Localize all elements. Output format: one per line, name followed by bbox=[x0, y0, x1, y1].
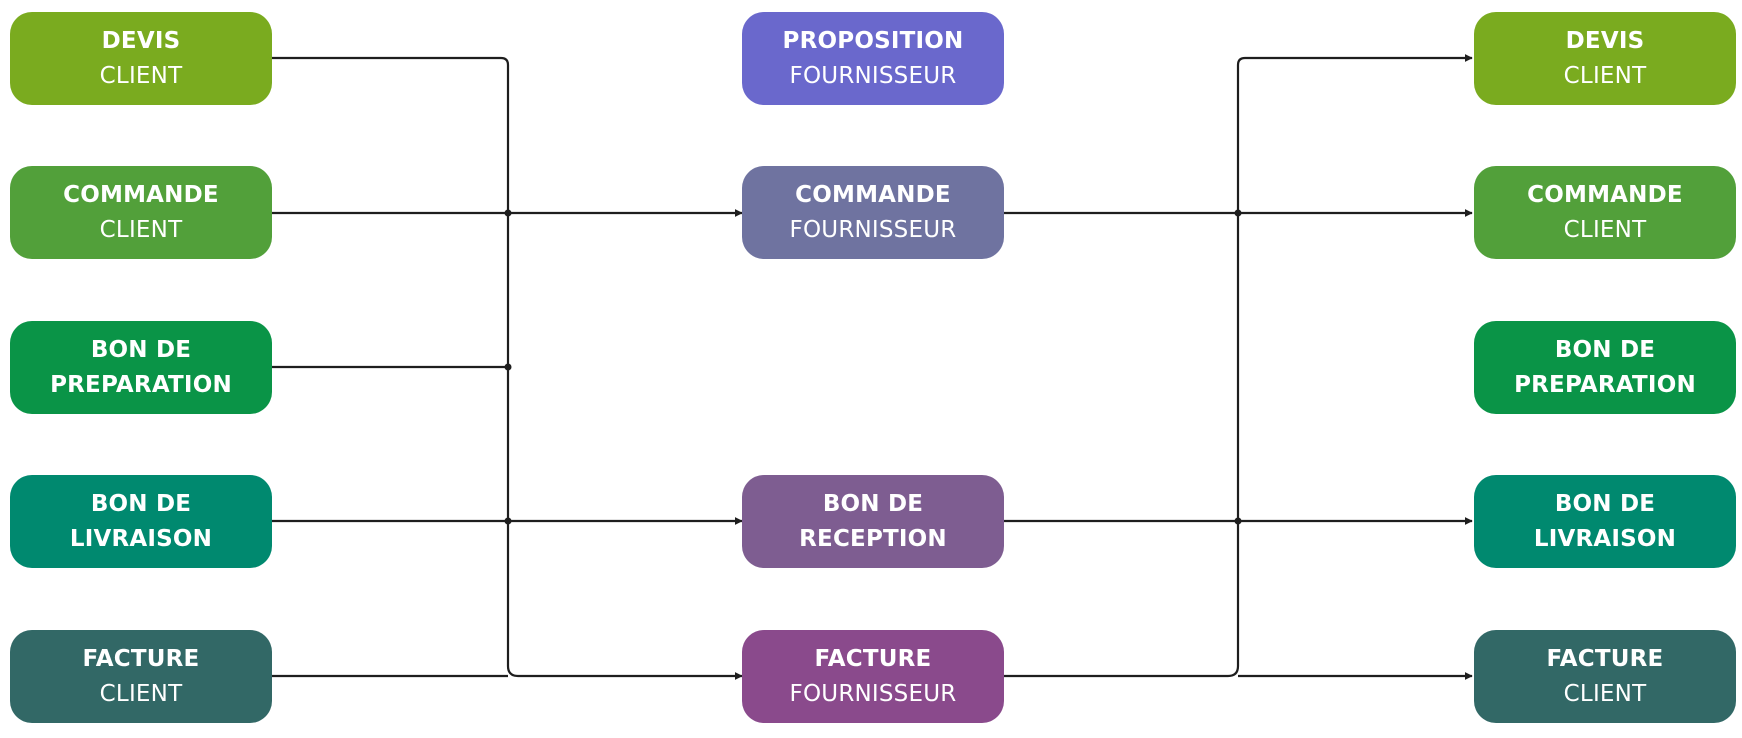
node-title: BON DE bbox=[90, 490, 192, 517]
node-title: PROPOSITION bbox=[782, 27, 964, 54]
node-title: BON DE bbox=[822, 490, 924, 517]
node-facture-client-right: FACTURE CLIENT bbox=[1474, 630, 1736, 723]
junction-dot bbox=[504, 209, 512, 217]
junction-dot bbox=[1234, 517, 1242, 525]
node-subtitle: CLIENT bbox=[1563, 680, 1647, 707]
node-subtitle: CLIENT bbox=[99, 680, 183, 707]
node-devis-client-left: DEVIS CLIENT bbox=[10, 12, 272, 105]
node-title: DEVIS bbox=[1565, 27, 1645, 54]
node-commande-fournisseur: COMMANDE FOURNISSEUR bbox=[742, 166, 1004, 259]
node-title: BON DE bbox=[90, 336, 192, 363]
node-bon-de-preparation-left: BON DE PREPARATION bbox=[10, 321, 272, 414]
link-devis-client-to-bus bbox=[272, 56, 510, 666]
node-subtitle: PREPARATION bbox=[1514, 371, 1696, 398]
node-title: BON DE bbox=[1554, 336, 1656, 363]
node-subtitle: CLIENT bbox=[1563, 216, 1647, 243]
junction-dot bbox=[504, 517, 512, 525]
junction-dot bbox=[504, 363, 512, 371]
node-subtitle: FOURNISSEUR bbox=[789, 62, 957, 89]
right-connectors bbox=[1003, 54, 1473, 680]
node-proposition-fournisseur: PROPOSITION FOURNISSEUR bbox=[742, 12, 1004, 105]
node-bon-de-reception: BON DE RECEPTION bbox=[742, 475, 1004, 568]
node-title: FACTURE bbox=[82, 645, 200, 672]
node-subtitle: CLIENT bbox=[1563, 62, 1647, 89]
node-facture-client-left: FACTURE CLIENT bbox=[10, 630, 272, 723]
node-title: COMMANDE bbox=[795, 181, 951, 208]
node-commande-client-right: COMMANDE CLIENT bbox=[1474, 166, 1736, 259]
node-subtitle: PREPARATION bbox=[50, 371, 232, 398]
node-subtitle: LIVRAISON bbox=[69, 525, 213, 552]
node-facture-fournisseur: FACTURE FOURNISSEUR bbox=[742, 630, 1004, 723]
left-connectors bbox=[272, 56, 743, 680]
node-subtitle: RECEPTION bbox=[799, 525, 947, 552]
node-subtitle: LIVRAISON bbox=[1533, 525, 1677, 552]
arrow-to-facture-fournisseur bbox=[506, 665, 743, 680]
node-bon-de-preparation-right: BON DE PREPARATION bbox=[1474, 321, 1736, 414]
node-subtitle: FOURNISSEUR bbox=[789, 680, 957, 707]
junction-dots bbox=[504, 209, 1242, 525]
node-subtitle: FOURNISSEUR bbox=[789, 216, 957, 243]
node-commande-client-left: COMMANDE CLIENT bbox=[10, 166, 272, 259]
node-subtitle: CLIENT bbox=[99, 216, 183, 243]
node-bon-de-livraison-left: BON DE LIVRAISON bbox=[10, 475, 272, 568]
node-bon-de-livraison-right: BON DE LIVRAISON bbox=[1474, 475, 1736, 568]
link-facture-fournisseur-to-bus bbox=[1003, 56, 1246, 678]
node-title: COMMANDE bbox=[1527, 181, 1683, 208]
node-title: COMMANDE bbox=[63, 181, 219, 208]
junction-dot bbox=[1234, 209, 1242, 217]
node-devis-client-right: DEVIS CLIENT bbox=[1474, 12, 1736, 105]
node-subtitle: CLIENT bbox=[99, 62, 183, 89]
node-title: BON DE bbox=[1554, 490, 1656, 517]
node-title: FACTURE bbox=[1546, 645, 1664, 672]
node-title: DEVIS bbox=[101, 27, 181, 54]
node-title: FACTURE bbox=[814, 645, 932, 672]
